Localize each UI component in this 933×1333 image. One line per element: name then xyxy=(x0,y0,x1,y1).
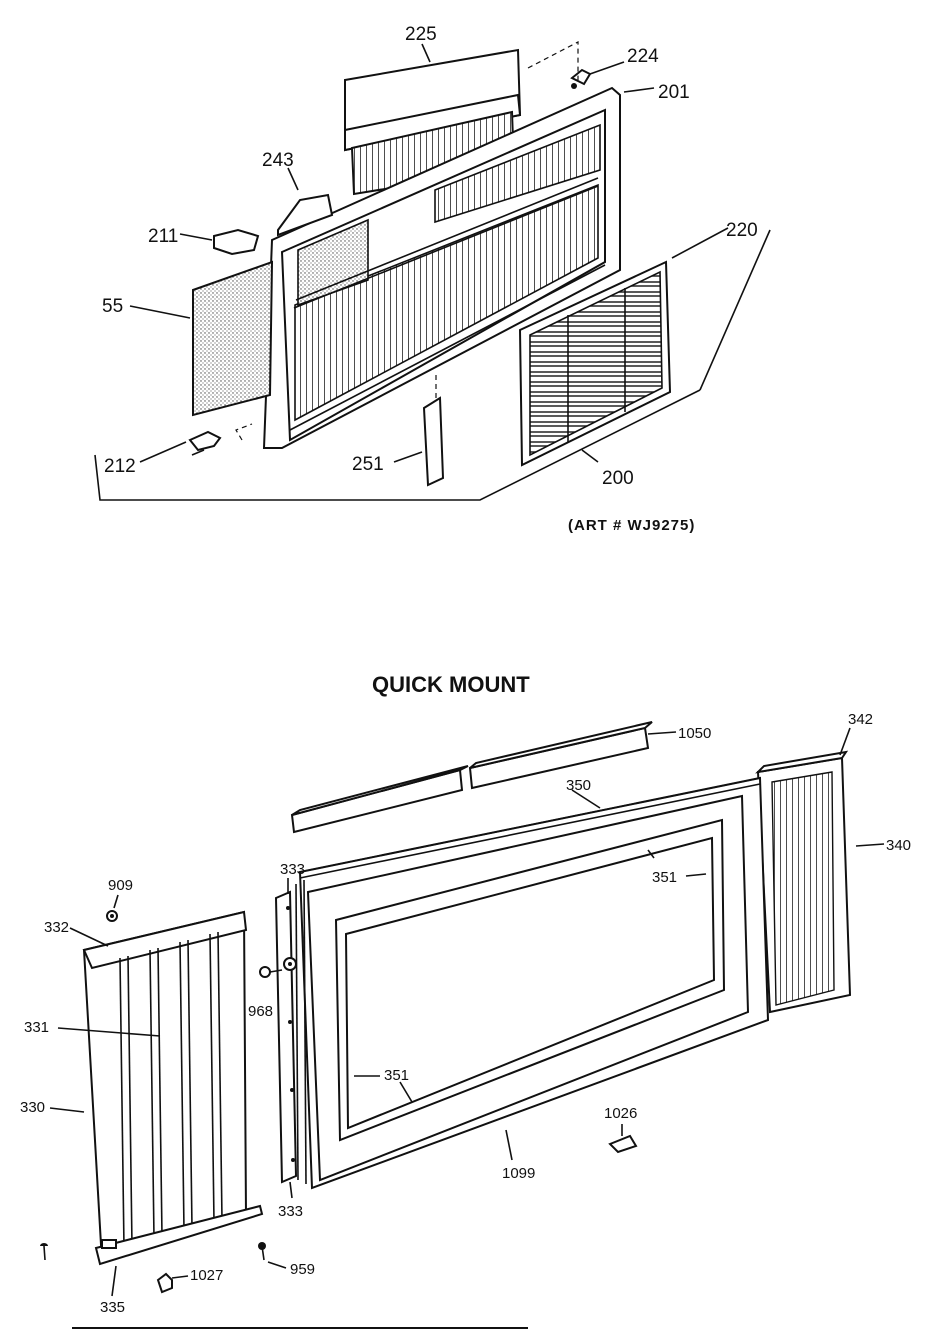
part-330-side-curtain xyxy=(82,910,264,1266)
part-1026-clip xyxy=(608,1134,638,1154)
label-1099: 1099 xyxy=(502,1165,535,1182)
label-201: 201 xyxy=(658,82,690,103)
part-909-washer xyxy=(106,910,118,922)
screw-icon xyxy=(259,966,271,978)
label-1050: 1050 xyxy=(678,725,711,742)
part-243-tab xyxy=(277,193,334,237)
part-1050-foam-seal xyxy=(290,721,653,834)
screw-icon xyxy=(40,1243,48,1246)
label-220: 220 xyxy=(726,220,758,241)
part-968-knob xyxy=(259,966,283,978)
label-909: 909 xyxy=(108,877,133,894)
clip-icon xyxy=(570,68,592,86)
label-968: 968 xyxy=(248,1003,273,1020)
clip-icon xyxy=(188,430,222,452)
label-340: 340 xyxy=(886,837,911,854)
part-211-clip xyxy=(213,228,260,256)
part-251-bracket xyxy=(422,396,445,487)
label-251: 251 xyxy=(352,454,384,475)
label-225: 225 xyxy=(405,24,437,45)
latch-icon xyxy=(156,1272,173,1294)
label-351-upper: 351 xyxy=(652,869,677,886)
label-330: 330 xyxy=(20,1099,45,1116)
label-243: 243 xyxy=(262,150,294,171)
label-55: 55 xyxy=(102,296,123,317)
loose-screw xyxy=(40,1243,48,1261)
label-224: 224 xyxy=(627,46,659,67)
part-959-screw xyxy=(258,1242,266,1261)
part-212-clip xyxy=(188,430,222,456)
quick-mount-assembly: 1050 342 350 340 351 909 333 332 968 331… xyxy=(20,711,911,1316)
label-350: 350 xyxy=(566,777,591,794)
label-342: 342 xyxy=(848,711,873,728)
part-220-grille xyxy=(518,260,672,467)
label-200: 200 xyxy=(602,468,634,489)
art-number: (ART # WJ9275) xyxy=(568,517,695,534)
label-331: 331 xyxy=(24,1019,49,1036)
label-351-lower: 351 xyxy=(384,1067,409,1084)
clip-icon xyxy=(608,1134,638,1154)
label-1027: 1027 xyxy=(190,1267,223,1284)
section-title: QUICK MOUNT xyxy=(372,672,530,697)
part-224-fastener xyxy=(570,68,592,89)
label-333-upper: 333 xyxy=(280,861,305,878)
latch-icon xyxy=(213,228,260,256)
label-332: 332 xyxy=(44,919,69,936)
label-212: 212 xyxy=(104,456,136,477)
front-panel-assembly: 225 224 201 243 211 220 55 212 251 200 (… xyxy=(94,24,771,534)
part-1027-clip xyxy=(156,1272,173,1294)
label-1026: 1026 xyxy=(604,1105,637,1122)
label-211: 211 xyxy=(148,226,178,247)
label-335: 335 xyxy=(100,1299,125,1316)
part-55-filter xyxy=(192,260,274,417)
part-340-side-panel xyxy=(755,750,852,1014)
label-959: 959 xyxy=(290,1261,315,1278)
label-333-lower: 333 xyxy=(278,1203,303,1220)
part-333-rail xyxy=(274,890,298,1184)
part-201-front-frame xyxy=(262,86,621,449)
part-1099-mount-frame xyxy=(295,776,770,1190)
